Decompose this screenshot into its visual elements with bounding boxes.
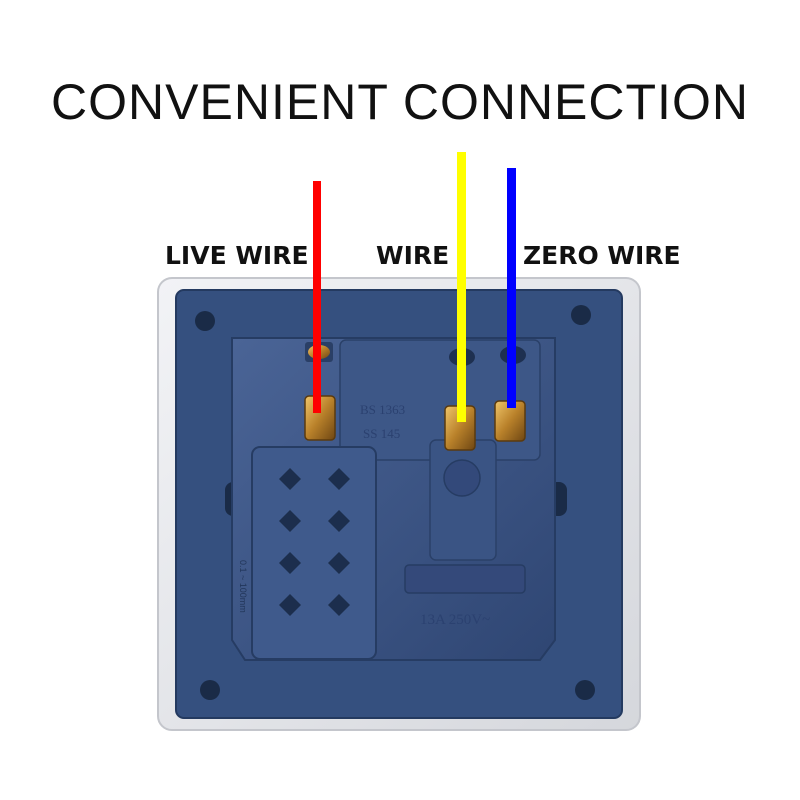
rating-mark: 13A 250V~ xyxy=(420,612,490,628)
earth-pin-boss xyxy=(443,459,481,497)
earth-pin-housing xyxy=(429,439,497,561)
live-wire xyxy=(313,181,321,413)
page-title: CONVENIENT CONNECTION xyxy=(51,74,749,130)
rating-window xyxy=(404,564,526,594)
standard-mark-2: SS 145 xyxy=(363,426,400,441)
mount-hole xyxy=(200,680,220,700)
zero-wire-label: ZERO WIRE xyxy=(523,241,681,270)
mount-hole xyxy=(575,680,595,700)
standard-mark-1: BS 1363 xyxy=(360,402,405,417)
live-wire-label: LIVE WIRE xyxy=(165,241,309,270)
wire xyxy=(457,152,466,422)
wire-label: WIRE xyxy=(376,241,450,270)
mount-hole xyxy=(195,311,215,331)
vent-pattern xyxy=(279,468,350,616)
mount-hole xyxy=(571,305,591,325)
side-mark: 0.1 ~ 100mm xyxy=(238,560,248,613)
zero-wire xyxy=(507,168,516,408)
switch-block xyxy=(251,446,377,660)
